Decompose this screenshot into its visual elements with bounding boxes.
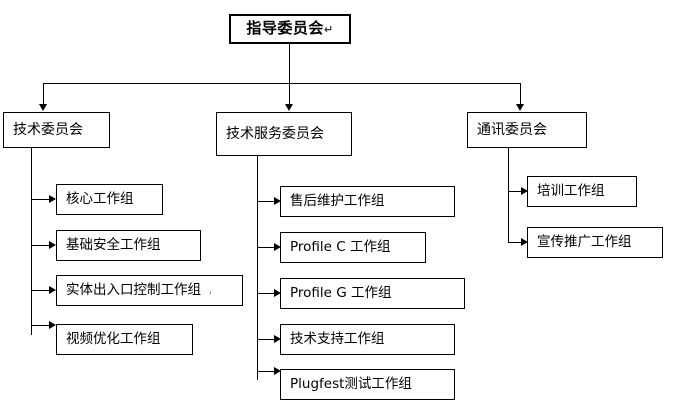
arrowhead-service-child-2 <box>274 243 281 251</box>
connector-drop-tech-service <box>289 83 290 105</box>
node-workgroup-promotion-label: 宣传推广工作组 <box>537 234 632 250</box>
node-root-committee[interactable]: 指导委员会↵ <box>229 14 351 44</box>
node-workgroup-tech-support-label: 技术支持工作组 <box>290 331 385 347</box>
node-committee-communication-label: 通讯委员会 <box>477 121 547 138</box>
connector-root-stem <box>289 44 290 83</box>
arrowhead-service-child-5 <box>274 367 281 375</box>
arrowhead-communication-child-2 <box>521 238 528 246</box>
node-workgroup-profile-c-label: Profile C 工作组 <box>290 239 391 256</box>
node-workgroup-profile-g[interactable]: Profile G 工作组 <box>280 278 465 309</box>
node-workgroup-profile-c[interactable]: Profile C 工作组 <box>280 232 426 263</box>
node-root-label: 指导委员会 <box>246 19 324 37</box>
connector-branch-technical-3 <box>31 290 49 291</box>
node-committee-tech-service-label: 技术服务委员会 <box>226 125 324 142</box>
arrowhead-service-child-1 <box>274 197 281 205</box>
node-workgroup-physical-access-control-label: 实体出入口控制工作组 <box>66 282 201 298</box>
connector-spine-technical <box>31 148 32 335</box>
node-committee-communication[interactable]: 通讯委员会 <box>467 112 587 148</box>
node-committee-tech-service[interactable]: 技术服务委员会 <box>216 112 352 156</box>
connector-branch-service-2 <box>257 247 274 248</box>
trailing-comma-mark: , <box>209 285 212 296</box>
connector-spine-tech-service <box>257 156 258 380</box>
node-workgroup-plugfest-label: Plugfest测试工作组 <box>290 376 412 393</box>
arrowhead-tech-service <box>285 104 293 111</box>
node-workgroup-basic-security-label: 基础安全工作组 <box>66 237 161 253</box>
arrowhead-service-child-3 <box>274 289 281 297</box>
node-workgroup-promotion[interactable]: 宣传推广工作组 <box>527 227 663 258</box>
arrowhead-communication <box>516 104 524 111</box>
connector-branch-service-1 <box>257 201 274 202</box>
connector-drop-communication <box>520 83 521 105</box>
node-workgroup-video-optimization-label: 视频优化工作组 <box>66 331 161 347</box>
node-workgroup-physical-access-control[interactable]: 实体出入口控制工作组, <box>56 275 243 306</box>
node-workgroup-video-optimization[interactable]: 视频优化工作组 <box>56 324 193 355</box>
connector-drop-technical <box>43 83 44 105</box>
node-workgroup-tech-support[interactable]: 技术支持工作组 <box>280 324 455 355</box>
connector-branch-service-5 <box>257 371 274 372</box>
node-committee-technical-label: 技术委员会 <box>13 121 83 138</box>
arrowhead-technical <box>39 104 47 111</box>
arrowhead-service-child-4 <box>274 335 281 343</box>
node-committee-technical[interactable]: 技术委员会 <box>3 112 110 148</box>
node-workgroup-plugfest[interactable]: Plugfest测试工作组 <box>280 369 455 400</box>
node-workgroup-core[interactable]: 核心工作组 <box>56 184 163 215</box>
node-workgroup-after-sales[interactable]: 售后维护工作组 <box>280 186 455 217</box>
connector-branch-technical-2 <box>31 245 49 246</box>
pilcrow-icon: ↵ <box>323 23 334 36</box>
connector-spine-communication <box>508 148 509 243</box>
node-workgroup-training-label: 培训工作组 <box>537 183 605 199</box>
connector-branch-service-4 <box>257 339 274 340</box>
node-workgroup-training[interactable]: 培训工作组 <box>527 176 637 207</box>
connector-branch-technical-1 <box>31 199 49 200</box>
node-workgroup-core-label: 核心工作组 <box>66 191 134 207</box>
connector-branch-technical-4 <box>31 325 49 326</box>
connector-distribution-bus <box>43 83 521 84</box>
node-workgroup-basic-security[interactable]: 基础安全工作组 <box>56 230 201 261</box>
connector-branch-communication-1 <box>508 191 521 192</box>
connector-branch-communication-2 <box>508 242 521 243</box>
arrowhead-communication-child-1 <box>521 187 528 195</box>
node-workgroup-profile-g-label: Profile G 工作组 <box>290 285 392 302</box>
arrowhead-technical-child-1 <box>49 195 56 203</box>
arrowhead-technical-child-4 <box>49 321 56 329</box>
arrowhead-technical-child-3 <box>49 286 56 294</box>
node-workgroup-after-sales-label: 售后维护工作组 <box>290 193 385 209</box>
arrowhead-technical-child-2 <box>49 241 56 249</box>
connector-branch-service-3 <box>257 293 274 294</box>
